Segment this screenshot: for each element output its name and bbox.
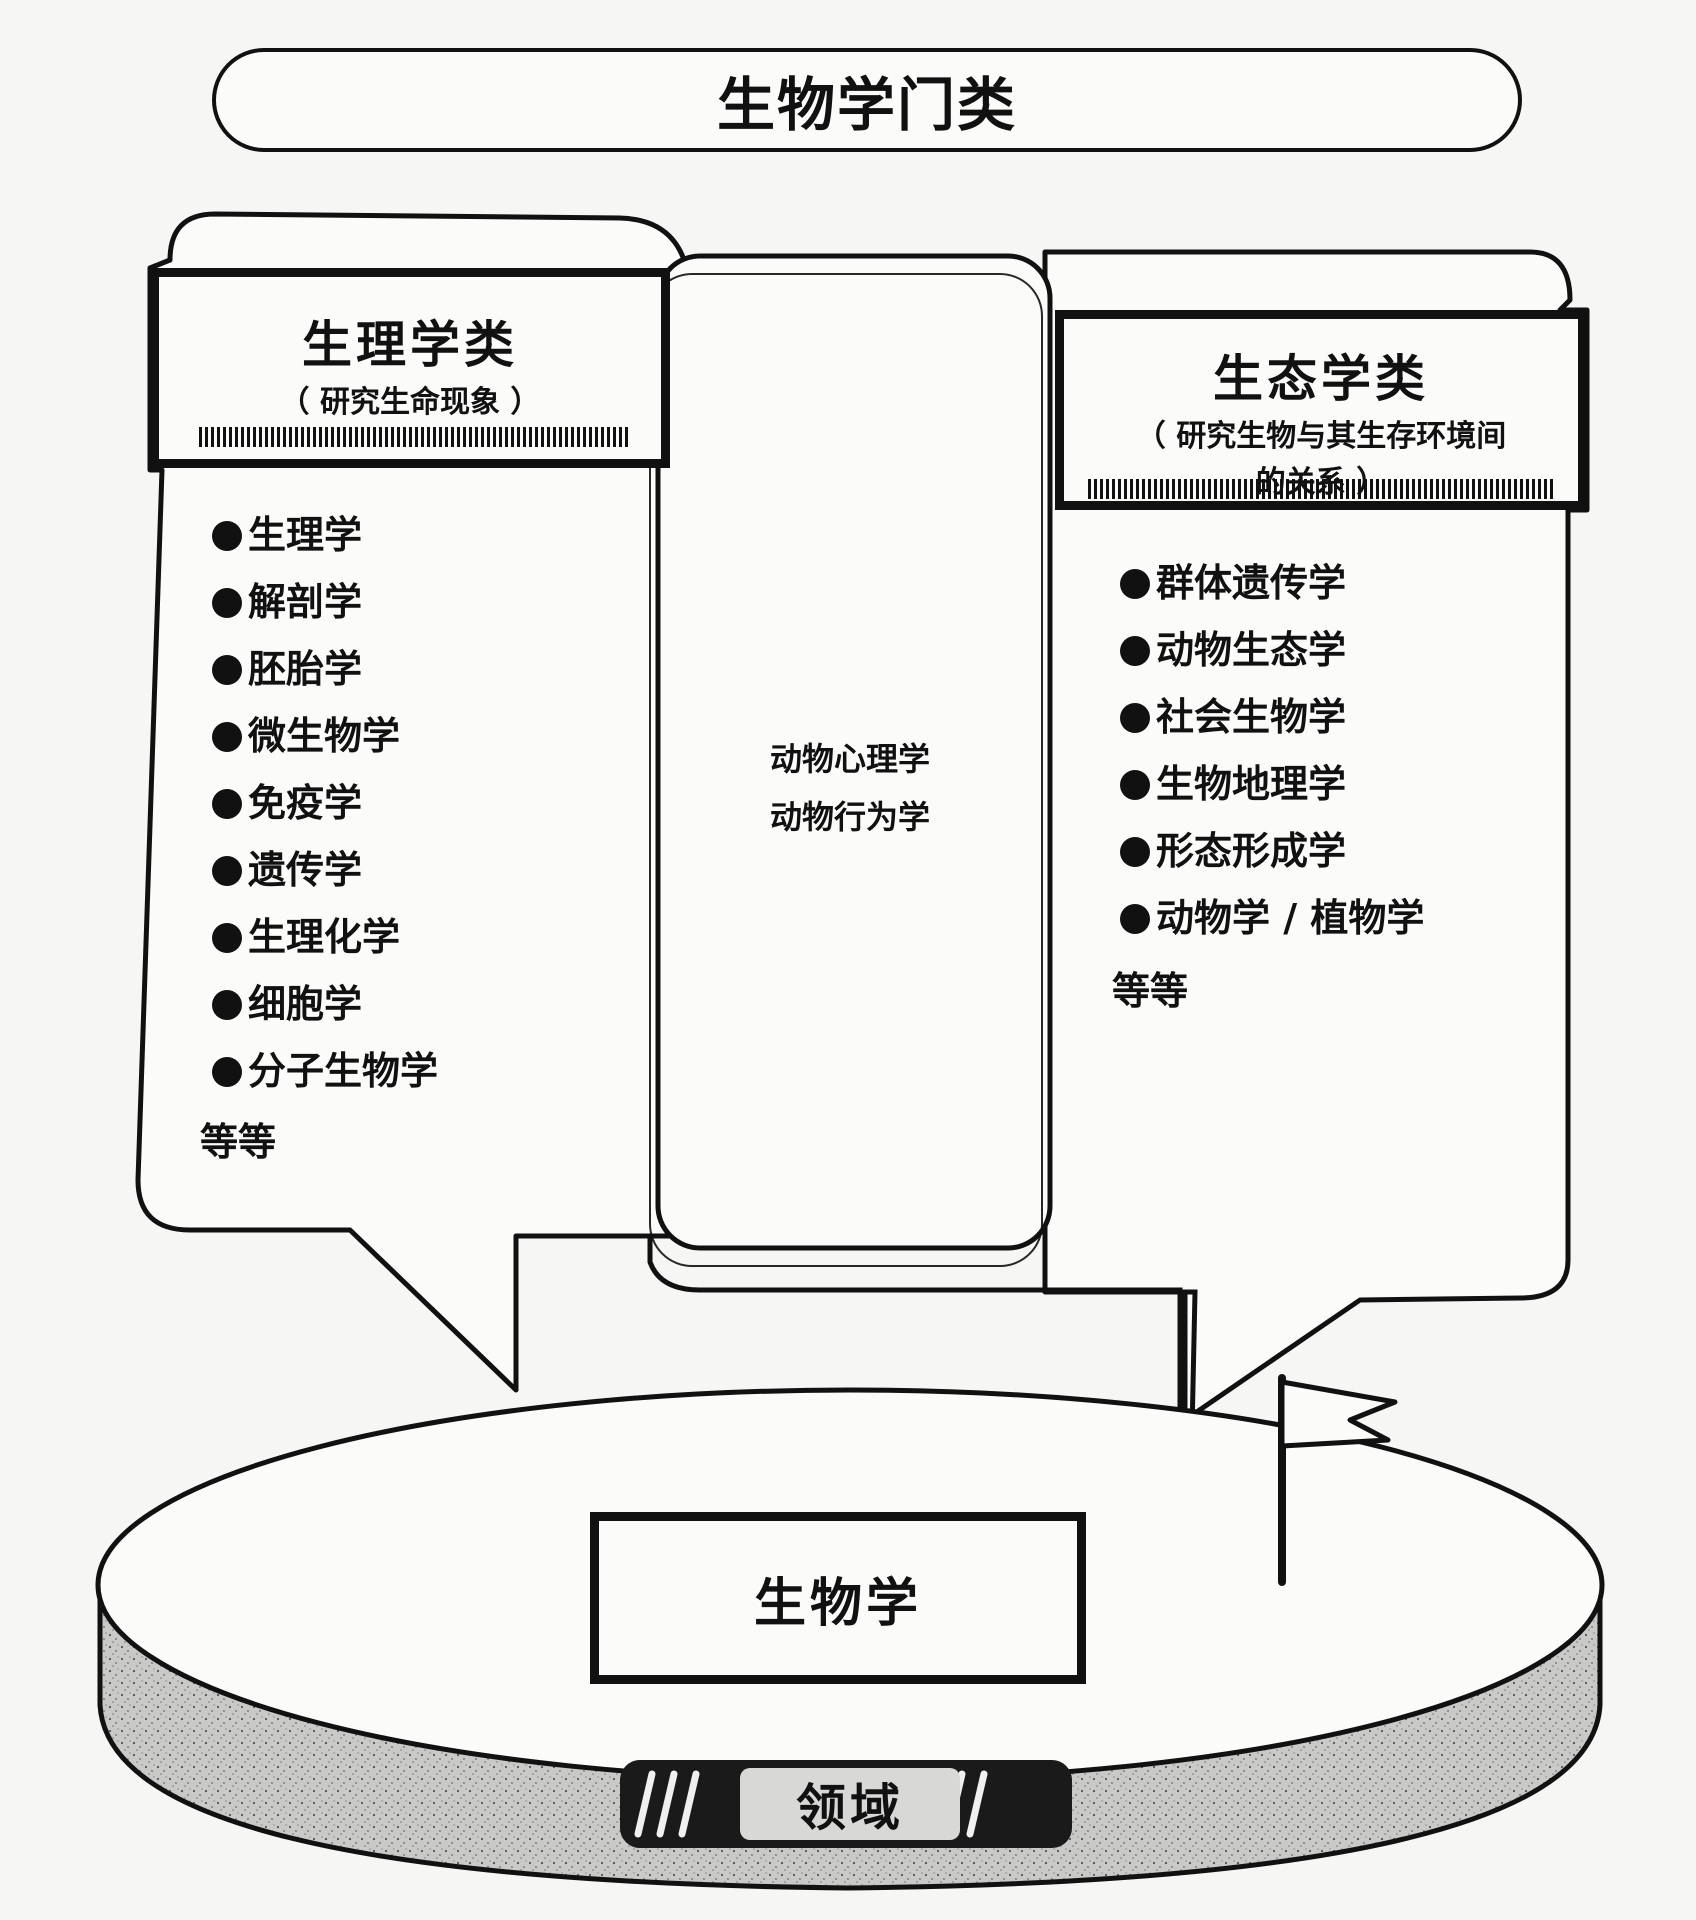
list-item: 细胞学 bbox=[212, 971, 438, 1038]
list-item: 动物生态学 bbox=[1120, 617, 1424, 684]
ecology-header: 生态学类 （ 研究生物与其生存环境间 的关系 ） bbox=[1055, 310, 1587, 510]
physiology-bubble bbox=[135, 211, 693, 1393]
middle-line: 动物心理学 bbox=[769, 740, 930, 778]
domain-label: 领域 bbox=[796, 1779, 904, 1837]
list-item: 群体遗传学 bbox=[1120, 550, 1424, 617]
bullet-icon bbox=[1120, 903, 1150, 934]
list-item: 动物学 / 植物学 bbox=[1120, 885, 1424, 952]
physiology-subheading: （ 研究生命现象 ） bbox=[279, 385, 541, 420]
ecology-subheading-1: （ 研究生物与其生存环境间 bbox=[1135, 419, 1507, 454]
physiology-stripe bbox=[199, 427, 631, 447]
physiology-list: 生理学 解剖学 胚胎学 微生物学 免疫学 遗传学 生理化学 细胞学 分子生物学 … bbox=[200, 502, 438, 1166]
list-item: 遗传学 bbox=[212, 837, 438, 904]
list-item: 社会生物学 bbox=[1120, 684, 1424, 751]
ecology-list: 群体遗传学 动物生态学 社会生物学 生物地理学 形态形成学 动物学 / 植物学 … bbox=[1112, 550, 1424, 1015]
bullet-icon bbox=[212, 989, 242, 1020]
list-item: 生理学 bbox=[212, 502, 438, 569]
biology-box: 生物学 bbox=[590, 1512, 1086, 1684]
bullet-icon bbox=[1120, 836, 1150, 867]
bullet-icon bbox=[212, 922, 242, 953]
bullet-icon bbox=[212, 654, 242, 685]
physiology-etc: 等等 bbox=[200, 1120, 277, 1164]
middle-text: 动物心理学 动物行为学 bbox=[700, 730, 1000, 846]
list-item: 生理化学 bbox=[212, 904, 438, 971]
bullet-icon bbox=[212, 587, 242, 618]
bullet-icon bbox=[212, 1056, 242, 1087]
ecology-stripe bbox=[1088, 479, 1554, 499]
bullet-icon bbox=[212, 721, 242, 752]
list-item: 分子生物学 bbox=[212, 1038, 438, 1105]
physiology-header: 生理学类 （ 研究生命现象 ） bbox=[150, 268, 670, 468]
biology-label: 生物学 bbox=[753, 1573, 922, 1634]
bullet-icon bbox=[212, 855, 242, 886]
list-item: 微生物学 bbox=[212, 703, 438, 770]
list-item: 解剖学 bbox=[212, 569, 438, 636]
list-item: 免疫学 bbox=[212, 770, 438, 837]
bullet-icon bbox=[212, 520, 242, 551]
middle-line: 动物行为学 bbox=[769, 798, 930, 836]
page-title: 生物学门类 bbox=[716, 71, 1017, 139]
bullet-icon bbox=[1120, 702, 1150, 733]
physiology-heading: 生理学类 bbox=[302, 316, 518, 374]
bullet-icon bbox=[1120, 635, 1150, 666]
ecology-heading: 生态学类 bbox=[1213, 350, 1429, 408]
title-banner: 生物学门类 bbox=[212, 48, 1522, 152]
list-item: 胚胎学 bbox=[212, 636, 438, 703]
ecology-etc: 等等 bbox=[1112, 969, 1189, 1013]
slash-marks-left bbox=[634, 1770, 700, 1838]
ecology-bubble bbox=[1042, 249, 1590, 1423]
bullet-icon bbox=[212, 788, 242, 819]
middle-panel bbox=[655, 253, 1053, 1251]
list-item: 生物地理学 bbox=[1120, 751, 1424, 818]
bullet-icon bbox=[1120, 568, 1150, 599]
bullet-icon bbox=[1120, 769, 1150, 800]
list-item: 形态形成学 bbox=[1120, 818, 1424, 885]
flag-icon bbox=[1278, 1374, 1398, 1586]
